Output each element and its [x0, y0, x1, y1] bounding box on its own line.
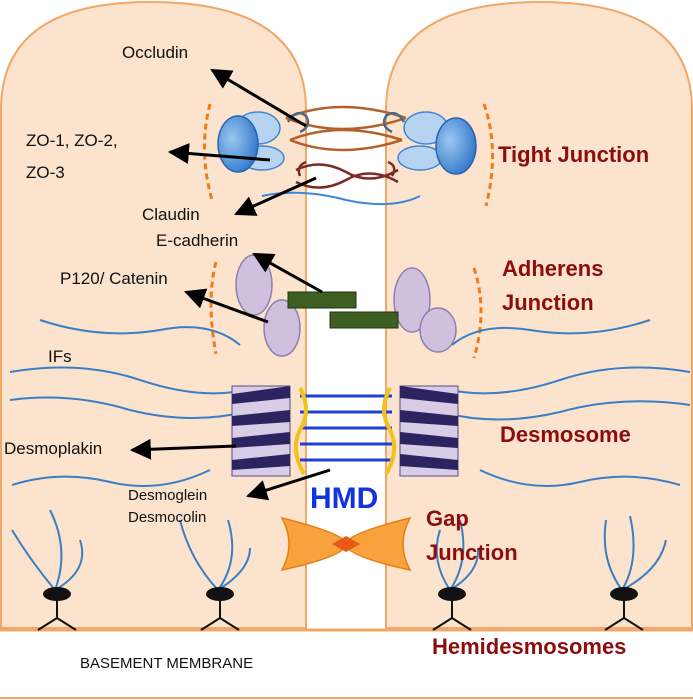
catenin-right — [393, 267, 457, 353]
desmocolin-label: Desmocolin — [128, 509, 206, 526]
desmosome-label: Desmosome — [500, 422, 631, 447]
claudin-strands — [295, 160, 399, 189]
actin-chain-left-mid — [209, 261, 218, 355]
ifs-label: IFs — [48, 347, 72, 366]
gap-junction-label-line2: Junction — [426, 540, 518, 565]
annotation-arrows — [129, 68, 331, 501]
zo-proteins-right — [397, 111, 477, 175]
zo-label-line2: ZO-3 — [26, 163, 65, 182]
tight-junction-label: Tight Junction — [498, 142, 649, 167]
e-cadherin-bar-right — [329, 311, 399, 329]
gap-junction-label-line1: Gap — [426, 506, 469, 531]
claudin-label: Claudin — [142, 205, 200, 224]
gap-junction-connexons — [280, 516, 412, 572]
occludin-label: Occludin — [122, 43, 188, 62]
desmosomal-cadherins — [300, 394, 392, 462]
hemidesmosome-3 — [432, 519, 480, 631]
left-cell — [0, 0, 307, 629]
e-cadherin-bar-left — [287, 291, 357, 309]
desmosome-plaque-left — [231, 385, 291, 477]
hemidesmosome-1 — [11, 509, 84, 631]
hemidesmosome-2 — [179, 519, 251, 631]
p120-catenin-label: P120/ Catenin — [60, 269, 168, 288]
desmosome-plaque-right — [399, 385, 459, 477]
actin-chain-right-mid — [472, 267, 483, 359]
hemidesmosomes-label: Hemidesmosomes — [432, 634, 626, 659]
adherens-junction-label-line1: Adherens — [502, 256, 603, 281]
actin-chain-right-top — [482, 103, 495, 207]
hemidesmosome-4 — [603, 515, 667, 631]
zo-label-line1: ZO-1, ZO-2, — [26, 131, 118, 150]
plakoglobin-strands — [293, 387, 397, 476]
basement-membrane-label: BASEMENT MEMBRANE — [80, 655, 253, 672]
hmd-label: HMD — [310, 482, 378, 515]
e-cadherin-label: E-cadherin — [156, 231, 238, 250]
intermediate-filaments — [9, 319, 691, 487]
adherens-junction-label-line2: Junction — [502, 290, 594, 315]
occludin-strands — [285, 105, 407, 152]
desmoglein-label: Desmoglein — [128, 487, 207, 504]
desmoplakin-label: Desmoplakin — [4, 439, 102, 458]
